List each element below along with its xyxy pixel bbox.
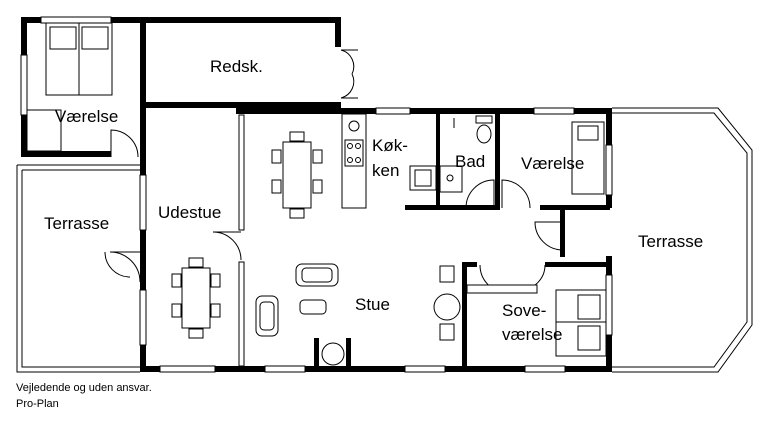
room-label-bad: Bad: [455, 152, 485, 171]
room-label-koekken-line1: Køk-: [372, 136, 408, 155]
room-label-redskab: Redsk.: [210, 57, 263, 76]
terrace-west-outline: [16, 164, 140, 373]
disclaimer-text: Vejledende og uden ansvar.: [16, 382, 152, 394]
room-label-terrasse-east: Terrasse: [638, 232, 703, 251]
room-label-koekken-line2: ken: [372, 161, 399, 180]
room-label-stue: Stue: [355, 295, 390, 314]
room-label-udestue: Udestue: [158, 203, 221, 222]
room-label-vaerelse-nw: Værelse: [55, 107, 118, 126]
credit-text: Pro-Plan: [16, 398, 59, 410]
room-label-sove-line2: værelse: [502, 325, 562, 344]
furniture: [26, 22, 607, 366]
room-label-vaerelse-east: Værelse: [521, 154, 584, 173]
room-label-terrasse-west: Terrasse: [44, 214, 109, 233]
doors: [104, 49, 564, 294]
windows: [20, 16, 613, 373]
terrace-east-outline: [612, 107, 753, 373]
room-label-sove-line1: Sove-: [502, 301, 546, 320]
